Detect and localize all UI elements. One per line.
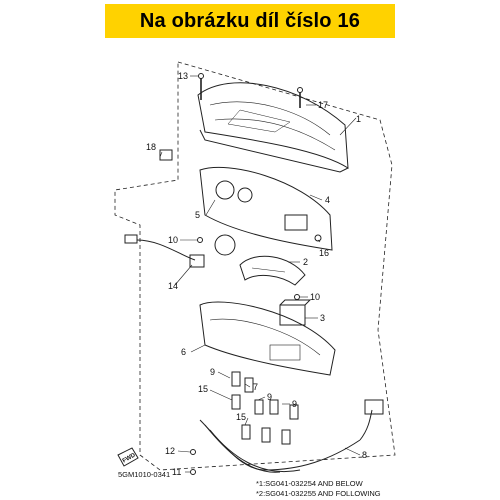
callout-15b: 15 <box>236 412 246 422</box>
callout-12: 12 <box>165 446 175 456</box>
footnote-2: *2:SG041-032255 AND FOLLOWING <box>256 489 381 498</box>
callout-4: 4 <box>325 195 330 205</box>
bulb-sockets <box>231 371 299 445</box>
wire-harness-8 <box>199 399 384 473</box>
callout-10a: 10 <box>168 235 178 245</box>
screw-11-head <box>190 469 196 475</box>
callout-13: 13 <box>178 71 188 81</box>
banner-title: Na obrázku díl číslo 16 <box>139 9 361 32</box>
callout-15a: 15 <box>198 384 208 394</box>
callout-16: 16 <box>319 248 329 258</box>
callout-9a: 9 <box>210 367 215 377</box>
callout-8: 8 <box>362 450 367 460</box>
callout-6: 6 <box>181 347 186 357</box>
screw-17-head <box>297 87 303 93</box>
callout-18: 18 <box>146 142 156 152</box>
screw-12-head <box>190 449 196 455</box>
callout-11: 11 <box>172 467 181 477</box>
callout-1: 1 <box>356 114 361 124</box>
screw-10a-head <box>197 237 203 243</box>
callout-7: 7 <box>253 382 258 392</box>
callout-17: 17 <box>318 100 328 110</box>
screw-13-head <box>198 73 204 79</box>
lower-case-6 <box>199 301 336 376</box>
footnote-1: *1:SG041-032254 AND BELOW <box>256 479 364 488</box>
callout-14: 14 <box>168 281 178 291</box>
callout-5: 5 <box>195 210 200 220</box>
callout-numbers: 13 17 1 18 4 5 10 16 2 14 10 3 6 9 7 15 … <box>146 71 367 477</box>
screw-10b-head <box>294 294 300 300</box>
callout-3: 3 <box>320 313 325 323</box>
callout-9c: 9 <box>292 399 297 409</box>
callout-2: 2 <box>303 257 308 267</box>
meter-cover <box>197 82 349 173</box>
meter-panel <box>199 166 333 251</box>
diagram-code: 5GM1010-0341 <box>118 470 170 479</box>
callout-10b: 10 <box>310 292 320 302</box>
title-banner: Na obrázku díl číslo 16 <box>105 4 395 38</box>
assembly-outline <box>114 61 396 471</box>
callout-9b: 9 <box>267 392 272 402</box>
gauge-dial <box>214 234 306 286</box>
clip-18-shape <box>159 149 173 161</box>
fwd-arrow-icon <box>117 447 139 467</box>
harness-14 <box>124 234 205 268</box>
leader-lines <box>159 75 361 473</box>
